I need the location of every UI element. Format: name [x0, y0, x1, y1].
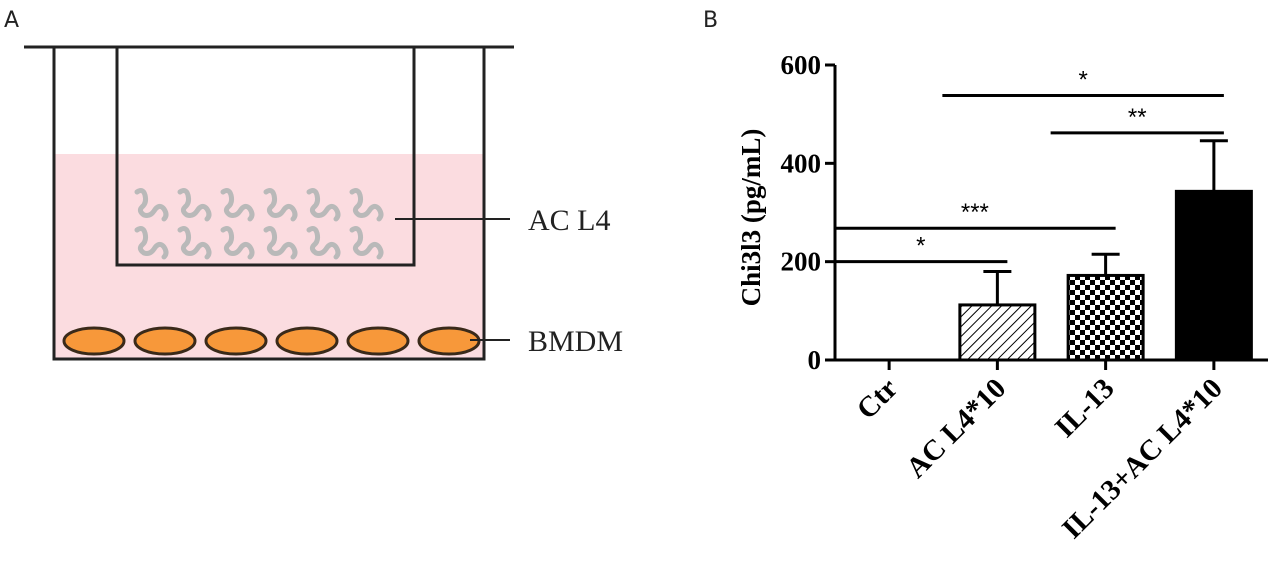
bmdm-cells: [62, 326, 481, 356]
transwell-diagram: AC L4 BMDM: [24, 45, 623, 361]
y-tick-label: 200: [781, 247, 822, 277]
larva: [177, 188, 212, 222]
panel-a-letter: A: [4, 8, 19, 33]
bmdm-cell: [275, 326, 339, 356]
bar: [1066, 273, 1145, 362]
bar: [1174, 189, 1253, 362]
y-tick-label: 400: [781, 148, 822, 178]
y-axis-label: Chi3l3 (pg/mL): [736, 129, 766, 307]
cells-label: BMDM: [528, 325, 623, 358]
larva: [177, 226, 212, 260]
larva: [306, 226, 341, 260]
ac-l4-larvae: [134, 188, 384, 260]
y-tick-label: 0: [808, 345, 822, 375]
panel-b-letter: B: [703, 8, 718, 33]
x-tick-label: IL-13: [1049, 372, 1121, 444]
bmdm-cell: [346, 326, 410, 356]
larva: [349, 188, 384, 222]
larva: [134, 226, 169, 260]
larva: [306, 188, 341, 222]
outer-well: [52, 47, 486, 361]
significance-label: **: [1128, 104, 1147, 131]
x-tick-label: Ctr: [851, 372, 904, 425]
larva: [220, 226, 255, 260]
significance-label: *: [1078, 66, 1087, 93]
x-tick-label: AC L4*10: [900, 372, 1012, 484]
bar: [958, 303, 1037, 362]
larva: [263, 188, 298, 222]
bmdm-cell: [62, 326, 126, 356]
larva: [220, 188, 255, 222]
insert-label: AC L4: [528, 204, 611, 237]
larva: [263, 226, 298, 260]
significance-label: *: [916, 233, 925, 260]
bmdm-cell: [204, 326, 268, 356]
larva: [134, 188, 169, 222]
y-tick-label: 600: [781, 50, 822, 80]
larva: [349, 226, 384, 260]
transwell-insert: [115, 47, 416, 267]
bmdm-cell: [133, 326, 197, 356]
significance-label: ***: [961, 199, 989, 226]
